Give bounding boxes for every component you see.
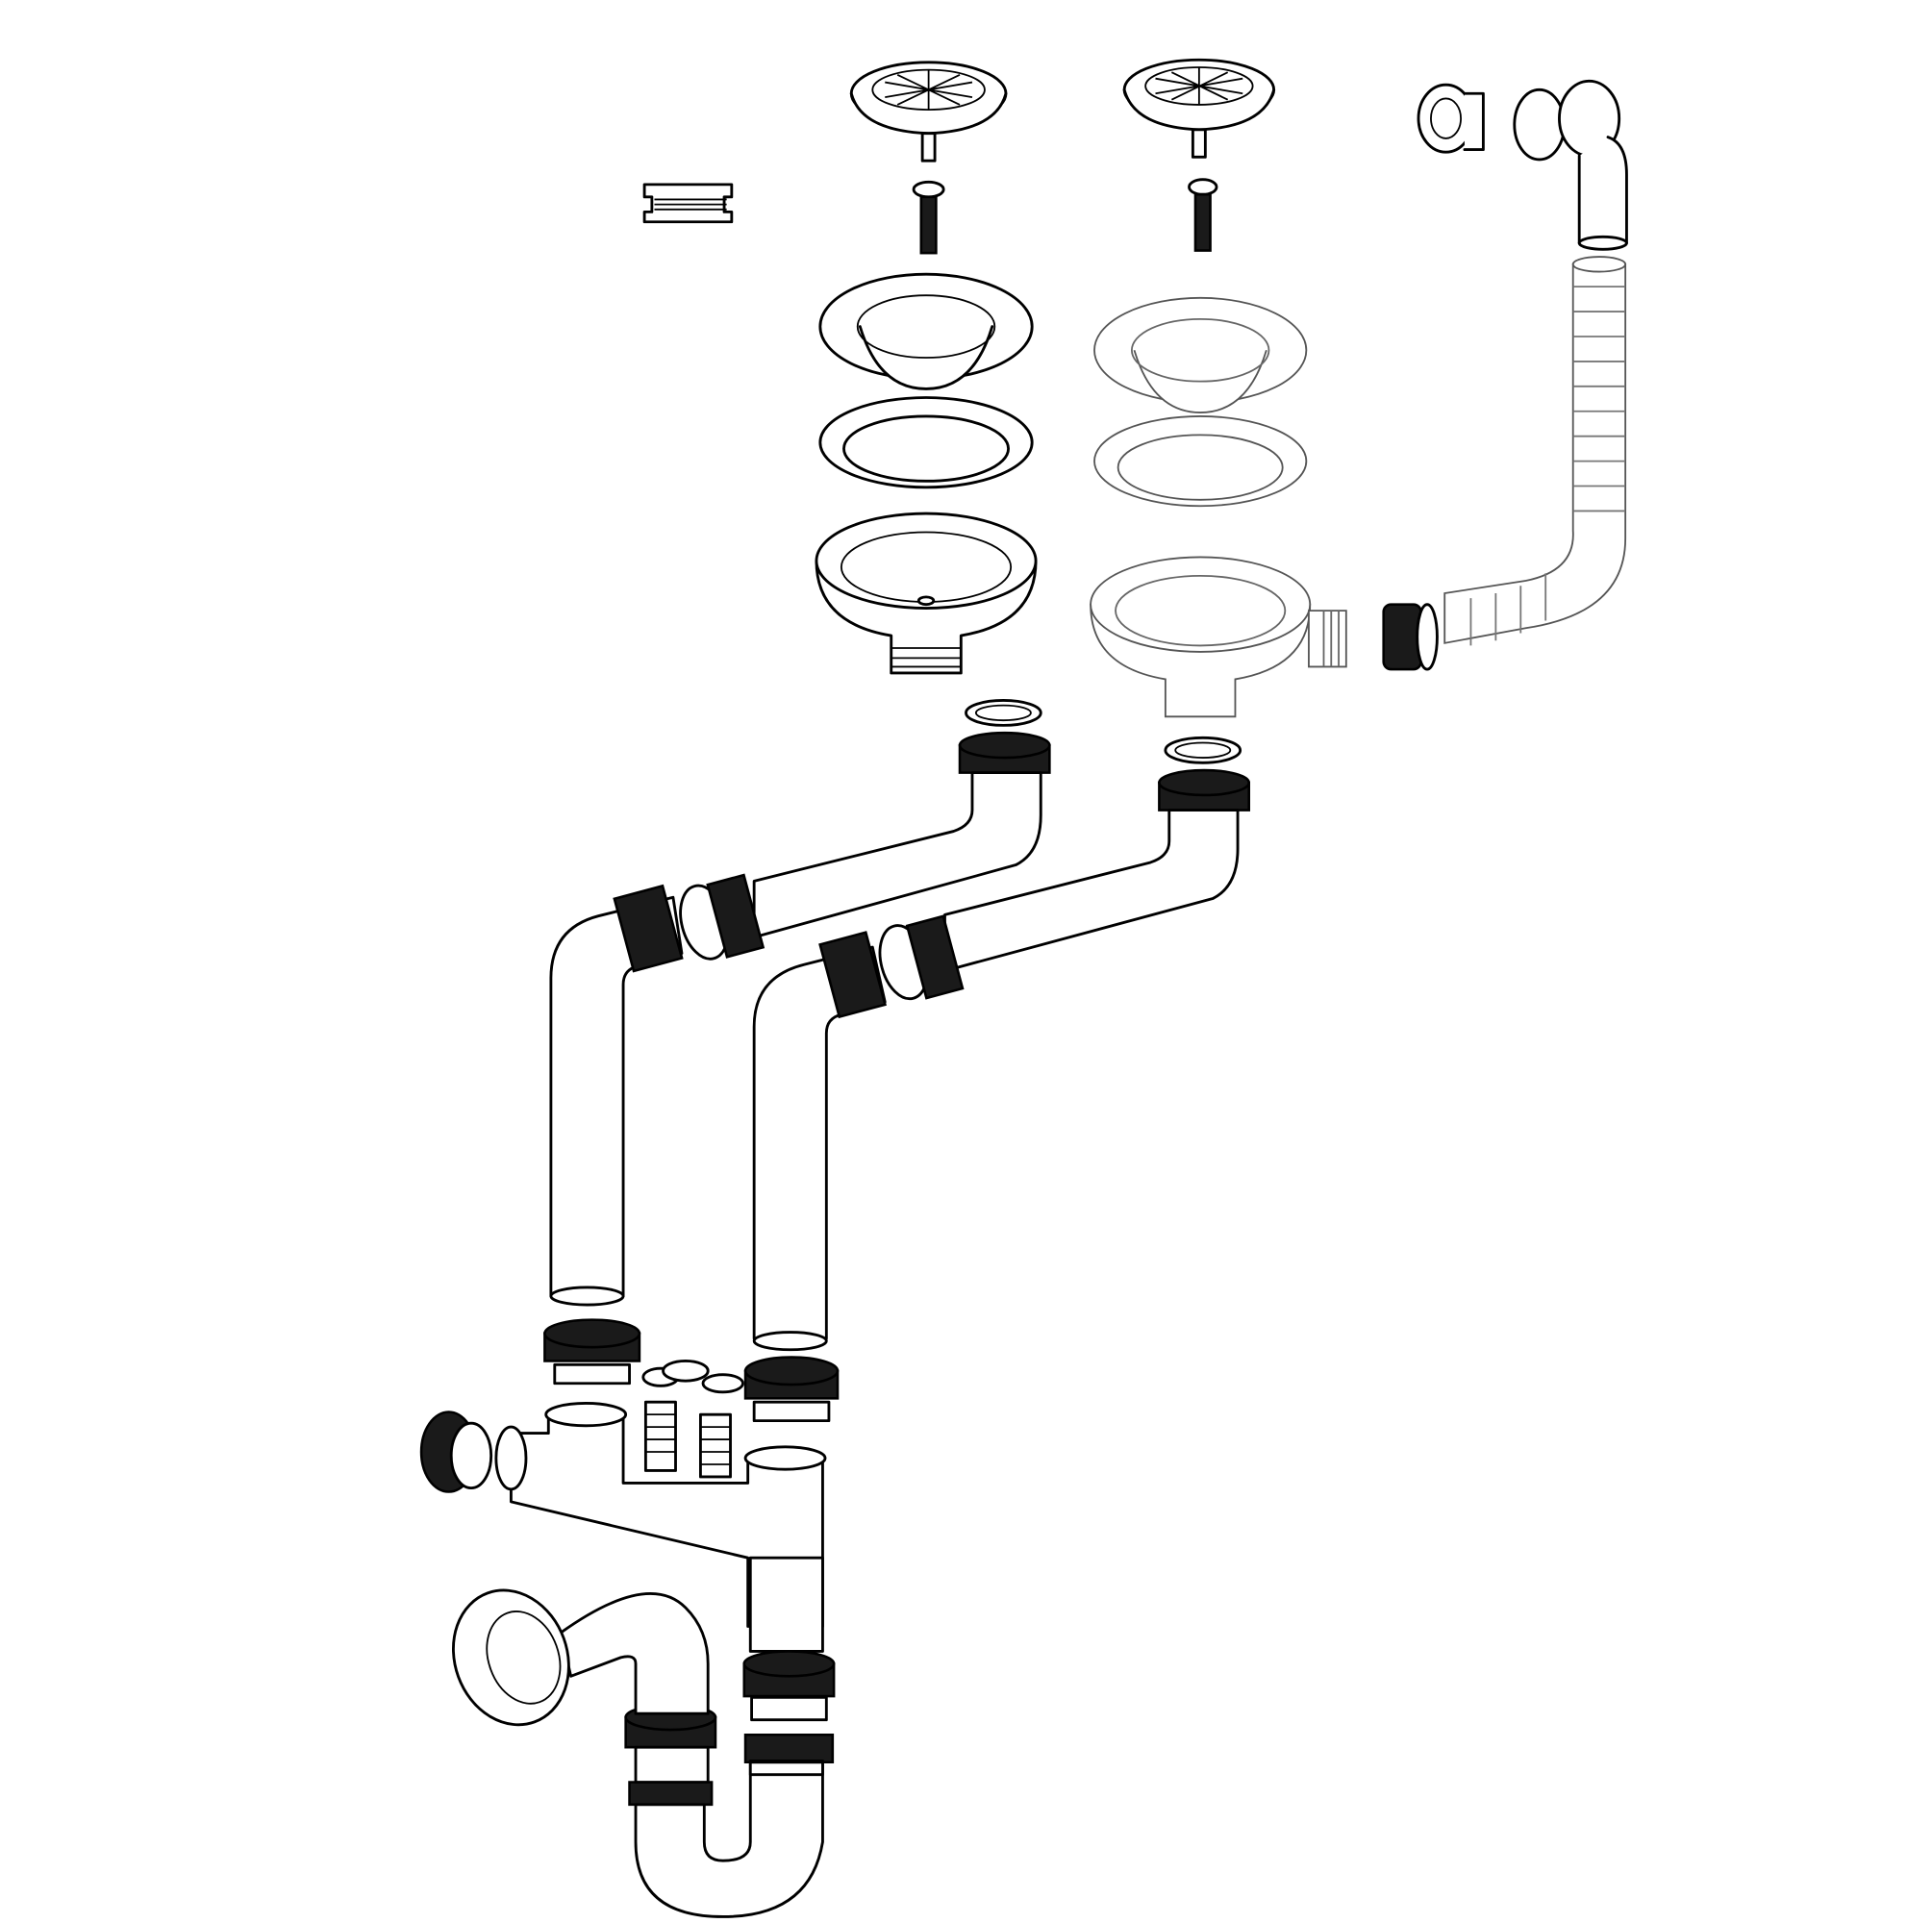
sink-flange-left	[818, 272, 1034, 390]
washer-left	[965, 699, 1042, 727]
t-piece-manifold	[494, 1402, 827, 1628]
bottle-trap	[634, 1745, 824, 1918]
drain-body-left	[815, 512, 1038, 675]
screw-right	[1188, 178, 1218, 252]
blanking-plug	[642, 183, 734, 224]
overflow-hose	[1443, 256, 1627, 646]
sealing-ring-left	[818, 396, 1034, 489]
side-nut	[419, 1411, 493, 1493]
overflow-cover	[1417, 83, 1485, 154]
waste-inlet-cup	[452, 1588, 710, 1727]
hose-nut	[1382, 603, 1439, 671]
overflow-elbow	[1513, 79, 1628, 251]
vertical-tailpipe	[748, 1556, 824, 1653]
drain-body-right	[1090, 556, 1347, 718]
strainer-basket-right	[1122, 58, 1276, 159]
nut-left-bottom	[543, 1318, 641, 1386]
sink-flange-right	[1093, 296, 1308, 413]
screw-left	[912, 180, 945, 255]
washer-right	[1164, 736, 1242, 764]
drain-pipe-right	[752, 809, 1240, 1352]
nut-right-bottom	[743, 1356, 840, 1423]
strainer-basket-left	[849, 61, 1008, 162]
nut-right-top	[1158, 768, 1251, 812]
nut-left-top	[958, 731, 1051, 774]
connector-caps	[641, 1359, 744, 1479]
drain-pipe-left	[549, 771, 1042, 1307]
sealing-ring-right	[1093, 415, 1308, 508]
